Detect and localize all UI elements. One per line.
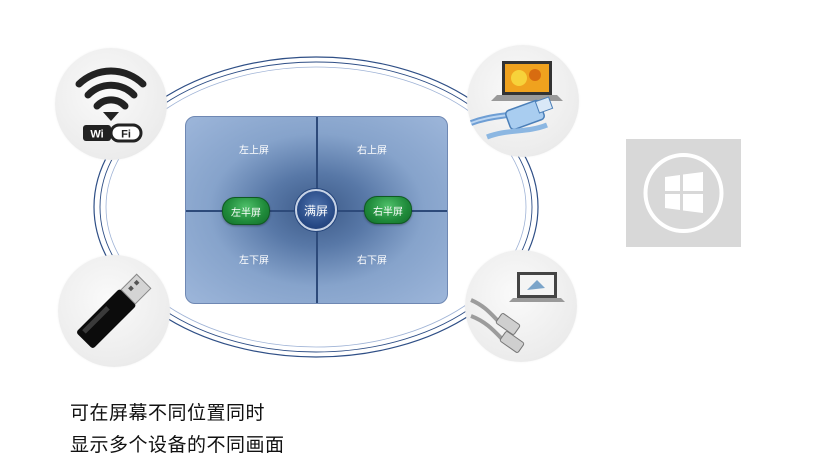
caption-line-2: 显示多个设备的不同画面 — [70, 434, 285, 456]
region-top-right[interactable]: 右上屏 — [357, 145, 387, 157]
left-half-button[interactable]: 左半屏 — [222, 197, 270, 225]
hdmi-device — [465, 250, 577, 362]
wifi-badge-left: Wi — [90, 129, 103, 141]
windows-tile — [626, 139, 741, 247]
screen-layout-panel: 左上屏 右上屏 左下屏 右下屏 左半屏 右半屏 满屏 — [185, 116, 448, 304]
usb-dongle-icon — [77, 273, 152, 348]
laptop-icon — [491, 61, 563, 101]
usb-device — [58, 255, 170, 367]
full-screen-button[interactable]: 满屏 — [295, 189, 337, 231]
region-top-left[interactable]: 左上屏 — [239, 145, 269, 157]
laptop-device — [467, 45, 579, 157]
windows-logo-icon — [643, 153, 724, 233]
ethernet-cable-icon — [469, 96, 554, 140]
right-half-button[interactable]: 右半屏 — [364, 196, 412, 224]
wifi-icon: Wi Fi — [75, 67, 147, 143]
wifi-badge-right: Fi — [121, 129, 131, 141]
region-bottom-left[interactable]: 左下屏 — [239, 255, 269, 267]
wifi-device: Wi Fi — [55, 48, 167, 160]
caption-line-1: 可在屏幕不同位置同时 — [70, 402, 266, 424]
hdmi-cable-icon — [470, 272, 565, 353]
region-bottom-right[interactable]: 右下屏 — [357, 255, 387, 267]
